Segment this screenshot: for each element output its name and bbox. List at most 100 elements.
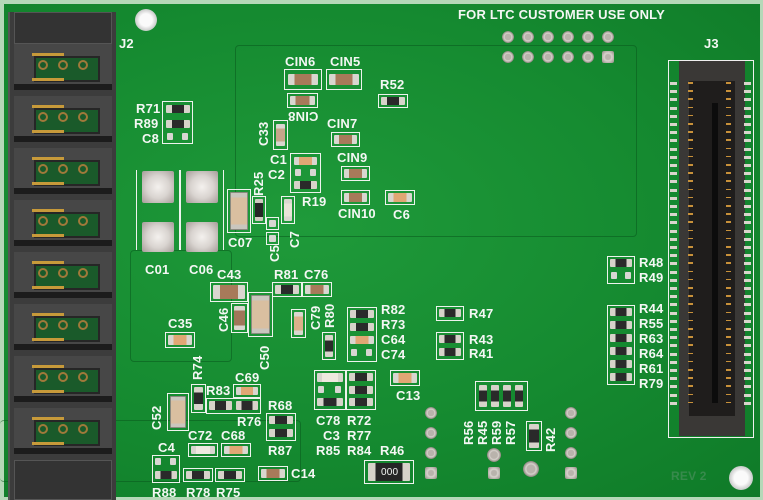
j3-solder-lead — [670, 262, 677, 266]
capacitor-c35[interactable] — [168, 335, 192, 345]
j3-solder-lead — [670, 114, 677, 118]
resistor-r43[interactable] — [439, 335, 461, 343]
j3-solder-lead — [744, 352, 751, 356]
resistor-r73[interactable] — [350, 323, 374, 331]
r81-outline — [272, 282, 302, 297]
resistor-r46[interactable] — [368, 463, 410, 481]
capacitor-c14[interactable] — [261, 469, 285, 478]
j3-contact — [688, 344, 693, 346]
j3-contact — [688, 393, 693, 396]
j3-solder-lead — [744, 344, 751, 348]
j3-contact — [688, 147, 693, 150]
j3-solder-lead — [670, 319, 677, 323]
j3-contact — [726, 213, 731, 215]
resistor-r84[interactable] — [349, 398, 373, 406]
j3-contact — [726, 246, 731, 248]
resistor-r79[interactable] — [610, 373, 632, 381]
resistor-r83[interactable] — [209, 401, 232, 410]
capacitor-cin8[interactable] — [290, 96, 315, 105]
resistor-r25[interactable] — [255, 199, 263, 221]
capacitor-c13[interactable] — [393, 373, 417, 383]
capacitor-cin7[interactable] — [334, 135, 357, 144]
resistor-r88[interactable] — [155, 471, 177, 479]
capacitor-c78[interactable] — [317, 373, 343, 382]
c68-outline — [221, 443, 251, 457]
j2-connector[interactable] — [8, 12, 116, 500]
capacitor-c07[interactable] — [230, 192, 248, 230]
resistor-r44[interactable] — [610, 308, 632, 316]
c8-label: C8 — [142, 131, 160, 146]
resistor-r87[interactable] — [269, 429, 293, 437]
resistor-r59[interactable] — [503, 385, 511, 407]
capacitor-cin6[interactable] — [288, 74, 318, 85]
resistor-r78[interactable] — [186, 471, 210, 479]
resistor-r77[interactable] — [349, 386, 373, 394]
resistor-r42[interactable] — [529, 424, 539, 448]
resistor-r81[interactable] — [275, 285, 299, 294]
resistor-r75[interactable] — [218, 471, 242, 479]
c52-outline — [167, 393, 189, 431]
resistor-r52[interactable] — [381, 97, 405, 105]
capacitor-c69[interactable] — [236, 387, 258, 395]
resistor-r76[interactable] — [236, 401, 258, 410]
r82-label: R82 — [381, 302, 406, 317]
capacitor-c43[interactable] — [213, 285, 245, 299]
capacitor-cin10[interactable] — [344, 193, 367, 202]
r88-label: R88 — [152, 485, 177, 500]
resistor-r64[interactable] — [610, 347, 632, 355]
capacitor-c52[interactable] — [170, 396, 186, 428]
c7-outline — [281, 196, 295, 224]
resistor-r71[interactable] — [166, 105, 190, 113]
j3-contact — [726, 221, 731, 223]
capacitor-c72[interactable] — [191, 446, 215, 454]
capacitor-c68[interactable] — [224, 446, 248, 454]
r44-r79-outline — [607, 305, 635, 385]
capacitor-c79[interactable] — [294, 312, 303, 335]
j3-solder-lead — [744, 303, 751, 307]
c8-pad — [182, 133, 188, 140]
j3-solder-lead — [744, 205, 751, 208]
j3-contact — [726, 270, 731, 273]
resistor-r72[interactable] — [349, 373, 373, 381]
c5-outline — [266, 217, 279, 230]
resistor-r82[interactable] — [350, 310, 374, 318]
resistor-r45[interactable] — [491, 385, 499, 407]
resistor-r57[interactable] — [515, 385, 523, 407]
capacitor-c1[interactable] — [294, 157, 317, 165]
resistor-r63[interactable] — [610, 334, 632, 342]
j3-solder-lead — [670, 139, 677, 143]
j3-connector[interactable] — [668, 60, 754, 438]
r83-label: R83 — [206, 383, 231, 398]
capacitor-cin9[interactable] — [344, 169, 367, 178]
resistor-r48[interactable] — [610, 259, 632, 267]
resistor-r61[interactable] — [610, 360, 632, 368]
j3-contact — [726, 172, 731, 174]
c01-pad-top — [142, 171, 174, 203]
j3-contact — [688, 106, 693, 109]
resistor-r41[interactable] — [439, 348, 461, 356]
j3-contact — [726, 319, 731, 322]
resistor-r56[interactable] — [479, 385, 487, 407]
r72-label: R72 — [347, 413, 372, 428]
capacitor-c64[interactable] — [350, 336, 374, 344]
c06-pad-bottom — [186, 222, 218, 252]
resistor-r89[interactable] — [166, 120, 190, 128]
capacitor-cin5[interactable] — [329, 74, 359, 85]
resistor-r85[interactable] — [317, 398, 343, 406]
resistor-r68[interactable] — [269, 416, 293, 424]
resistor-r55[interactable] — [610, 321, 632, 329]
capacitor-c6[interactable] — [388, 193, 412, 202]
resistor-r80[interactable] — [325, 335, 333, 357]
capacitor-c7[interactable] — [284, 199, 292, 221]
r61-label: R61 — [639, 361, 664, 376]
j3-contact — [726, 106, 731, 109]
capacitor-c76[interactable] — [305, 285, 329, 294]
resistor-r47[interactable] — [439, 309, 461, 317]
capacitor-c33[interactable] — [276, 124, 285, 146]
capacitor-c46[interactable] — [234, 306, 245, 330]
j3-contact — [726, 237, 731, 240]
c79-outline — [291, 309, 306, 338]
resistor-r74[interactable] — [194, 387, 203, 410]
resistor-r19[interactable] — [294, 181, 317, 189]
capacitor-c50[interactable] — [251, 295, 270, 334]
